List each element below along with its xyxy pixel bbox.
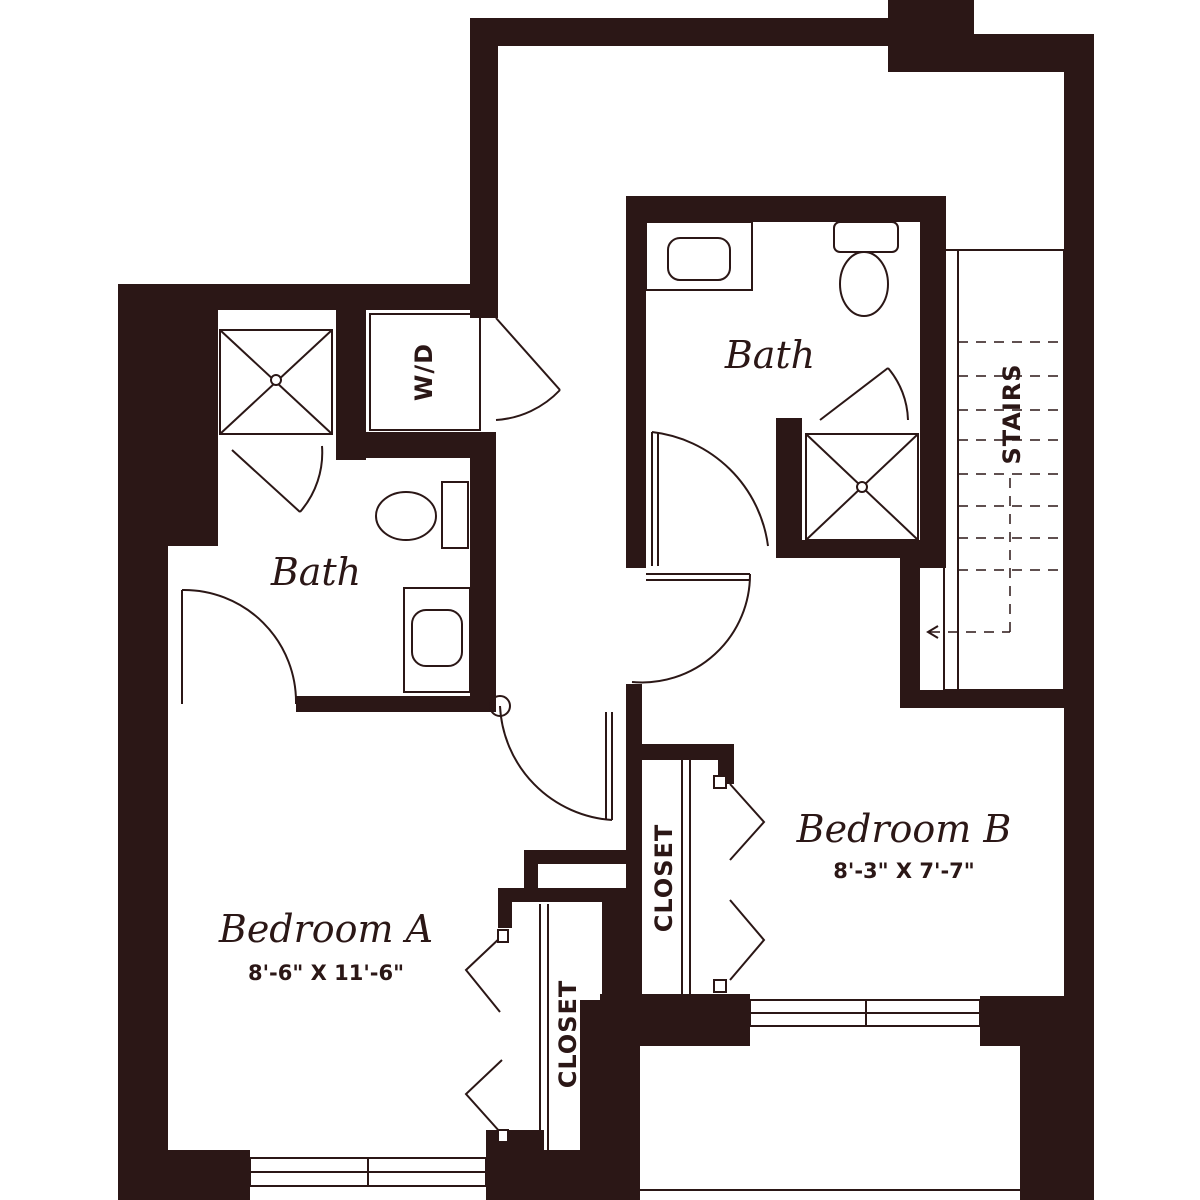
wd-label: W/D <box>410 343 438 401</box>
stairs <box>926 249 1065 691</box>
doors <box>181 317 909 821</box>
windows <box>120 999 1020 1193</box>
closet-doors <box>464 760 766 1150</box>
bedroom-b-label: Bedroom B <box>796 807 1012 851</box>
labels: Bath Bath Bedroom A 8'-6" X 11'-6" Bedro… <box>218 333 1026 1088</box>
closet-a-label: CLOSET <box>554 980 582 1089</box>
bath-left-label: Bath <box>270 550 361 594</box>
bedroom-a-dimensions: 8'-6" X 11'-6" <box>248 961 404 985</box>
stairs-label: STAIRS <box>998 363 1026 464</box>
bedroom-a-label: Bedroom A <box>218 907 433 951</box>
bath-right-label: Bath <box>724 333 815 377</box>
bedroom-b-dimensions: 8'-3" X 7'-7" <box>833 859 974 883</box>
fixtures <box>219 221 919 693</box>
walls <box>118 0 1094 1200</box>
closet-b-label: CLOSET <box>650 824 678 933</box>
